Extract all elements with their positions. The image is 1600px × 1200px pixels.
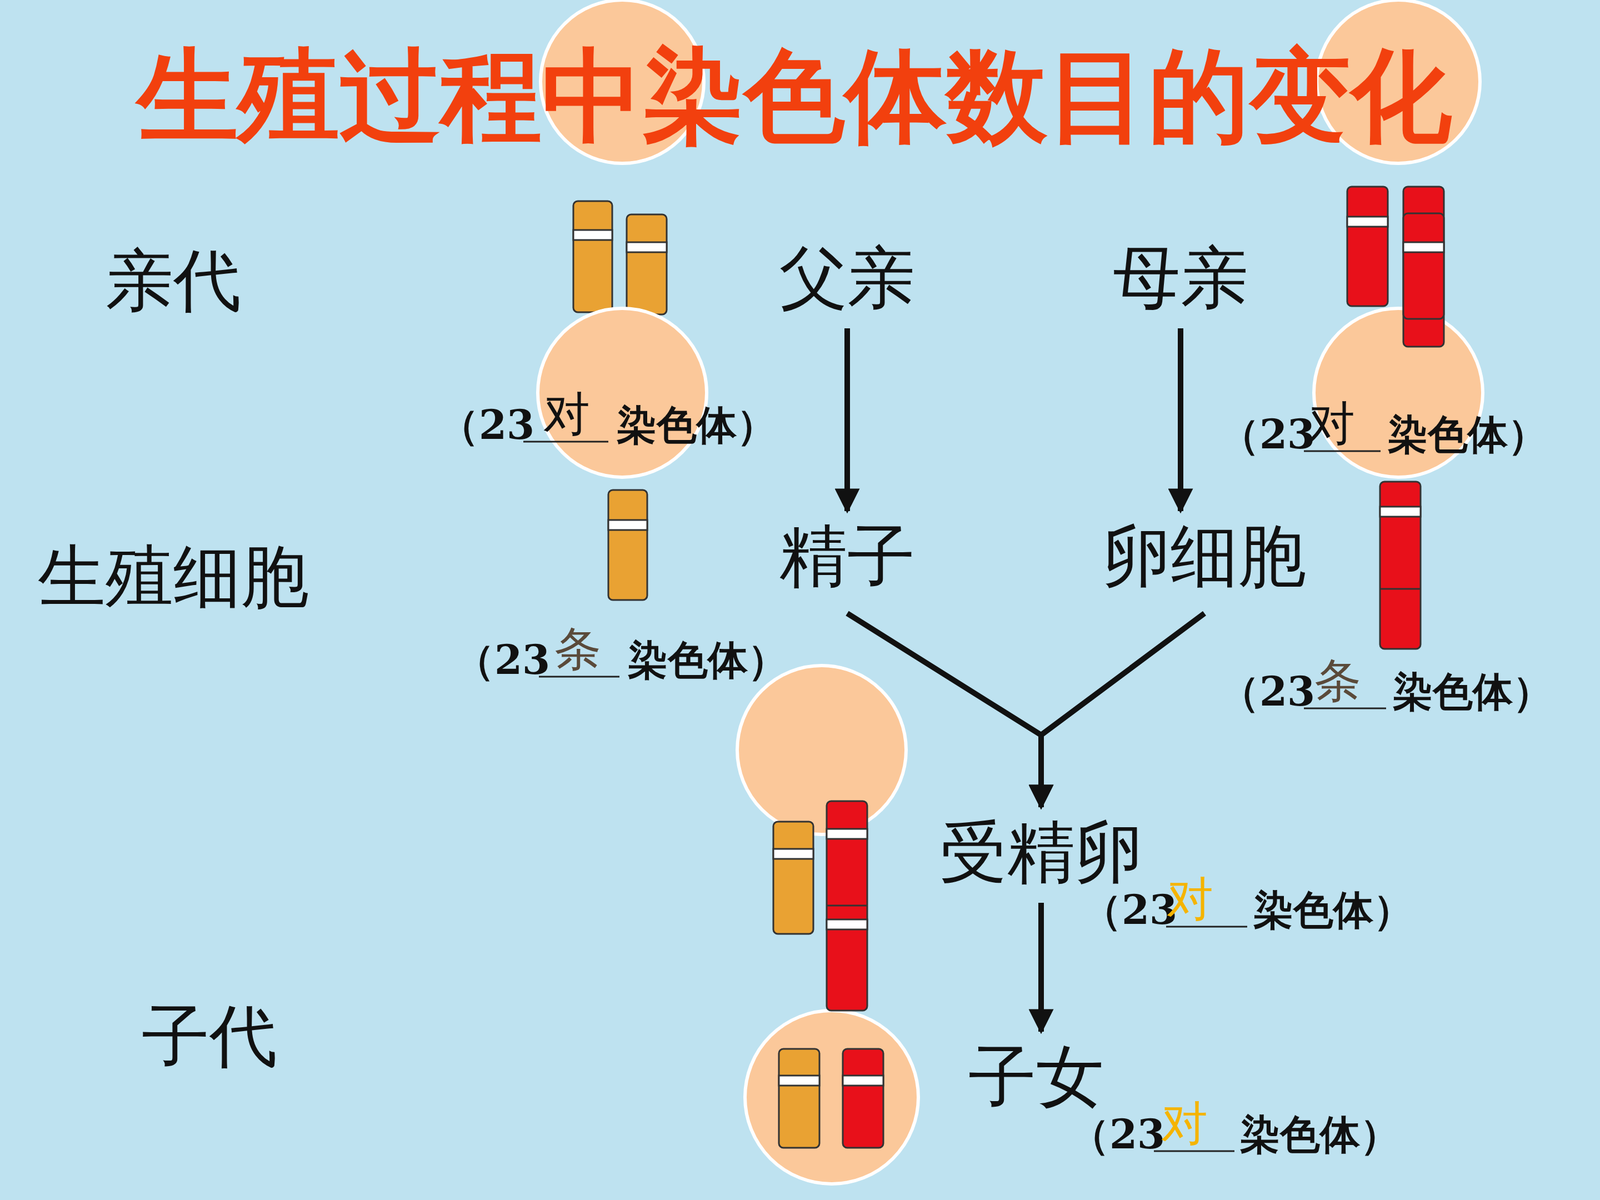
count-text: 染色体） bbox=[1253, 887, 1414, 932]
count-text: （23 bbox=[1069, 1112, 1165, 1157]
child-chromosomes bbox=[778, 1048, 884, 1148]
count-text: 染色体） bbox=[627, 637, 788, 682]
count-text: （23 bbox=[438, 402, 535, 447]
row-label: 生殖细胞 bbox=[37, 539, 309, 614]
flow-arrow bbox=[1041, 613, 1205, 808]
stage-name: 母亲 bbox=[1112, 240, 1249, 315]
stage-name: 子女 bbox=[968, 1039, 1104, 1114]
stage-name: 卵细胞 bbox=[1102, 518, 1307, 594]
row-label: 子代 bbox=[141, 998, 278, 1074]
stage-name: 精子 bbox=[779, 518, 915, 594]
stage-node: 母亲 bbox=[1107, 237, 1254, 319]
count-text: （23 bbox=[1081, 887, 1178, 932]
egg-chromosome bbox=[1380, 481, 1421, 649]
zygote-chromosomes bbox=[773, 801, 868, 1011]
flow-arrow bbox=[847, 613, 1042, 808]
count-text: 染色体） bbox=[1387, 412, 1548, 457]
stage-name: 父亲 bbox=[779, 240, 915, 315]
count-text: （23 bbox=[1219, 412, 1315, 457]
flow-arrow bbox=[1038, 902, 1044, 1032]
stage-node: 精子 bbox=[773, 515, 921, 597]
count-blank: 条 bbox=[554, 623, 602, 675]
count-text: 染色体） bbox=[1240, 1112, 1400, 1157]
mother-chromosomes bbox=[1347, 186, 1444, 347]
father-chromosomes bbox=[573, 201, 667, 315]
stage-name: 受精卵 bbox=[939, 815, 1143, 890]
count-text: （23 bbox=[1219, 669, 1315, 714]
count-blank: 对 bbox=[1161, 1097, 1208, 1149]
count-blank: 对 bbox=[543, 388, 590, 440]
count-blank: 对 bbox=[1308, 397, 1355, 449]
count-text: 染色体） bbox=[1392, 669, 1553, 714]
stage-node: 父亲 bbox=[773, 237, 921, 319]
sperm-chromosome bbox=[608, 490, 648, 600]
flow-arrow bbox=[844, 328, 850, 512]
blank-underlines bbox=[523, 441, 1387, 1152]
flow-arrow bbox=[1177, 328, 1184, 512]
stage-node: 子女 bbox=[962, 1036, 1110, 1118]
count-blank: 对 bbox=[1166, 873, 1214, 925]
row-label: 亲代 bbox=[105, 243, 242, 318]
stage-node: 卵细胞 bbox=[1097, 515, 1312, 597]
page-title: 生殖过程中染色体数目的变化 bbox=[137, 29, 1452, 166]
stage-node: 受精卵 bbox=[933, 811, 1149, 893]
count-text: 染色体） bbox=[616, 402, 777, 447]
count-text: （23 bbox=[454, 637, 550, 682]
cell-circles bbox=[537, 308, 1483, 1184]
count-blank: 条 bbox=[1314, 655, 1362, 707]
